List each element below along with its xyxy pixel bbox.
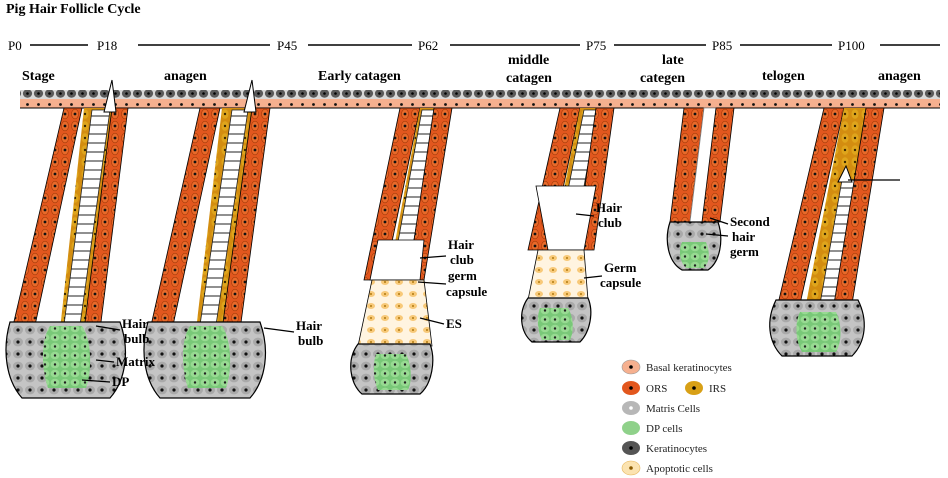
legend-item: Apoptotic cells: [621, 460, 713, 476]
annotation-matrix: Matrix: [116, 354, 155, 369]
stage-label: telogen: [762, 69, 805, 84]
annotation-second-hair-germ: Second: [730, 214, 771, 229]
legend-label: Apoptotic cells: [646, 463, 713, 475]
annotation-hair-bulb-2: bulb: [124, 331, 149, 346]
timeline-label: P85: [712, 38, 732, 53]
legend-item: DP cells: [622, 421, 683, 435]
legend-item: Keratinocytes: [622, 441, 707, 455]
stage-label: catagen: [506, 71, 552, 86]
follicle-anagen-1: [5, 79, 129, 399]
annotation-hair-bulb: Hair: [296, 318, 322, 333]
annotation-hair-club: Hair: [596, 200, 622, 215]
follicle-early-catagen: [350, 107, 453, 395]
timeline-label: P62: [418, 38, 438, 53]
annotation-es: ES: [446, 316, 462, 331]
annotations: Hair bulb Matrix DP Hair bulb Hair club …: [112, 200, 771, 389]
legend-item: ORS IRS: [622, 381, 726, 395]
follicle-late-catagen: [666, 107, 735, 271]
legend: Basal keratinocytes ORS IRS Matris Cells…: [621, 359, 732, 476]
timeline-label: P45: [277, 38, 297, 53]
legend-label: IRS: [709, 383, 726, 395]
legend-label: Matris Cells: [646, 403, 700, 415]
annotation-second-hair-germ-3: germ: [730, 244, 759, 259]
annotation-hair-club-2: club: [450, 252, 474, 267]
stage-label: anagen: [164, 69, 207, 84]
stage-label: middle: [508, 53, 549, 68]
follicle-telogen-anagen: [769, 107, 885, 357]
timeline-label: P18: [97, 38, 117, 53]
stage-label: late: [662, 53, 684, 68]
annotation-hair-club: Hair: [448, 237, 474, 252]
stage-label: categen: [640, 71, 685, 86]
legend-item: Basal keratinocytes: [621, 359, 732, 375]
stage-label: Stage: [22, 69, 55, 84]
annotation-hair-bulb-2: bulb: [298, 333, 323, 348]
skin-surface: [20, 90, 940, 109]
legend-label: Basal keratinocytes: [646, 362, 732, 374]
legend-item: Matris Cells: [622, 401, 700, 415]
legend-label: Keratinocytes: [646, 443, 707, 455]
annotation-second-hair-germ-2: hair: [732, 229, 755, 244]
annotation-hair-club-2: club: [598, 215, 622, 230]
follicle-anagen-2: [143, 79, 271, 399]
annotation-dp: DP: [112, 374, 129, 389]
annotation-arrows: [81, 179, 900, 383]
stage-label: Early catagen: [318, 69, 401, 84]
timeline-label: P100: [838, 38, 865, 53]
legend-label: DP cells: [646, 423, 683, 435]
annotation-germ-capsule-2: capsule: [600, 275, 641, 290]
annotation-germ-capsule: germ: [448, 268, 477, 283]
annotation-germ-capsule: Germ: [604, 260, 637, 275]
timeline: P0 P18 P45 P62 P75 P85 P100: [8, 38, 940, 53]
diagram-title: Pig Hair Follicle Cycle: [6, 2, 141, 17]
stage-labels: Stage anagen Early catagen middle catage…: [22, 53, 921, 86]
follicle-middle-catagen: [521, 107, 615, 343]
legend-label: ORS: [646, 383, 667, 395]
timeline-label: P75: [586, 38, 606, 53]
annotation-hair-bulb: Hair: [122, 316, 148, 331]
timeline-label: P0: [8, 38, 22, 53]
annotation-germ-capsule-2: capsule: [446, 284, 487, 299]
stage-label: anagen: [878, 69, 921, 84]
